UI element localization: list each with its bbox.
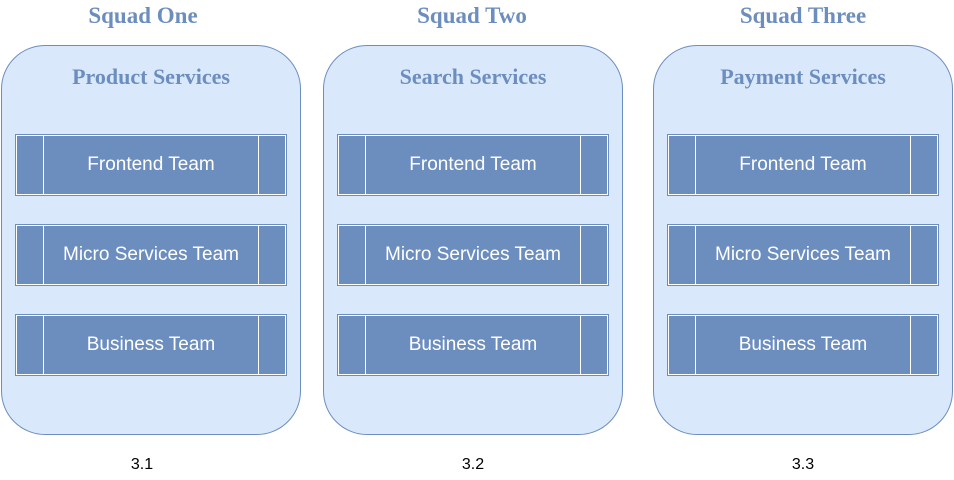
squad-two-service-title: Search Services: [399, 64, 547, 89]
squad-one-title: Squad One: [88, 3, 198, 28]
squad-two-business-team: Business Team: [337, 314, 609, 376]
team-label: Business Team: [738, 334, 868, 355]
team-label: Micro Services Team: [715, 244, 891, 265]
team-label: Business Team: [408, 334, 538, 355]
process-bar-right: [910, 226, 937, 284]
process-bar-left: [669, 226, 696, 284]
team-label: Business Team: [86, 334, 216, 355]
squad-two-micro-services-team: Micro Services Team: [337, 224, 609, 286]
squad-three-service-title: Payment Services: [720, 64, 886, 89]
squad-three-title: Squad Three: [739, 3, 867, 28]
process-bar-left: [339, 226, 366, 284]
team-label: Frontend Team: [739, 154, 867, 175]
team-label: Frontend Team: [87, 154, 215, 175]
process-bar-right: [580, 136, 607, 194]
process-bar-right: [910, 316, 937, 374]
squad-one-caption: 3.1: [130, 456, 154, 473]
squad-two-title: Squad Two: [417, 3, 527, 28]
squad-three-frontend-team: Frontend Team: [667, 134, 939, 196]
process-bar-right: [580, 226, 607, 284]
squad-one-micro-services-team: Micro Services Team: [15, 224, 287, 286]
process-bar-left: [339, 316, 366, 374]
process-bar-left: [669, 316, 696, 374]
squad-two-frontend-team: Frontend Team: [337, 134, 609, 196]
squad-one-business-team: Business Team: [15, 314, 287, 376]
squad-one-frontend-team: Frontend Team: [15, 134, 287, 196]
process-bar-left: [17, 226, 44, 284]
process-bar-left: [669, 136, 696, 194]
process-bar-left: [339, 136, 366, 194]
process-bar-right: [258, 136, 285, 194]
squad-one-service-title: Product Services: [72, 64, 230, 89]
squad-three-micro-services-team: Micro Services Team: [667, 224, 939, 286]
process-bar-left: [17, 316, 44, 374]
team-label: Micro Services Team: [385, 244, 561, 265]
squad-two-caption: 3.2: [461, 456, 485, 473]
squad-three-caption: 3.3: [791, 456, 815, 473]
process-bar-right: [580, 316, 607, 374]
squad-three-business-team: Business Team: [667, 314, 939, 376]
process-bar-right: [258, 226, 285, 284]
team-label: Frontend Team: [409, 154, 537, 175]
process-bar-right: [258, 316, 285, 374]
process-bar-left: [17, 136, 44, 194]
team-label: Micro Services Team: [63, 244, 239, 265]
process-bar-right: [910, 136, 937, 194]
